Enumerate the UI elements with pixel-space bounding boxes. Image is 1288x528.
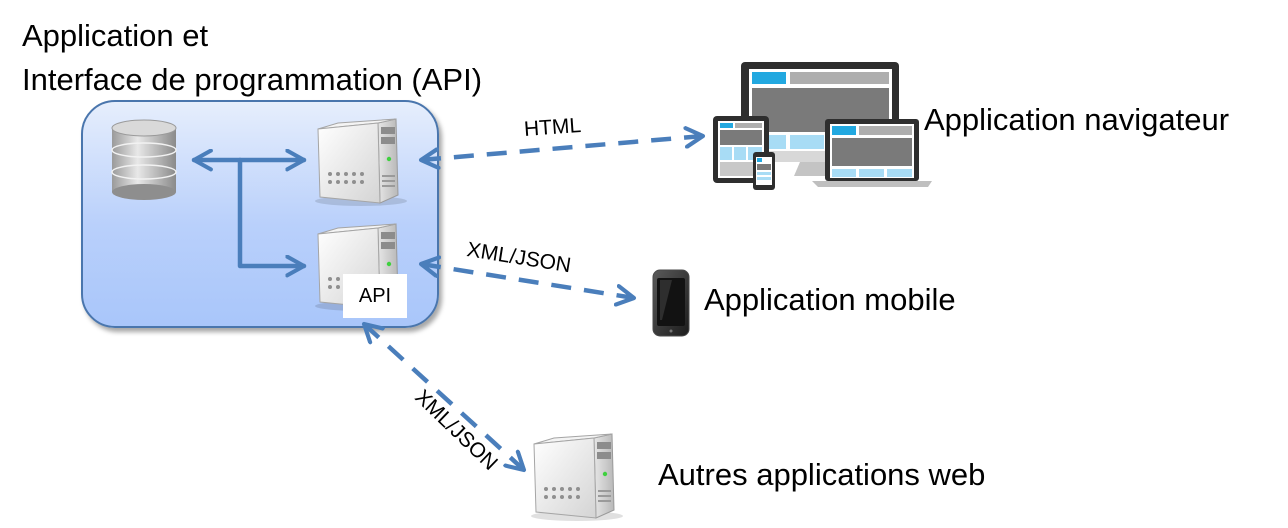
mobile-connection-arrow — [421, 264, 634, 298]
html-protocol-label: HTML — [523, 114, 582, 141]
html-connection-arrow — [421, 136, 703, 160]
laptop-icon — [812, 119, 932, 187]
mobile-phone-icon — [652, 269, 690, 337]
other-web-server-icon — [530, 433, 624, 522]
database-icon — [111, 119, 177, 200]
mobile-app-label: Application mobile — [704, 282, 956, 317]
responsive-devices-icon — [713, 62, 932, 190]
web-server-icon — [314, 118, 408, 207]
browser-app-label: Application navigateur — [924, 102, 1230, 137]
api-badge: API — [343, 274, 407, 318]
web-app-label: Autres applications web — [658, 457, 986, 492]
internal-connector — [191, 157, 307, 266]
small-phone-icon — [753, 152, 775, 190]
diagram-title-line2: Interface de programmation (API) — [22, 62, 483, 97]
diagram-title-line1: Application et — [22, 18, 209, 53]
web-connection-arrow — [364, 324, 524, 470]
db-api-server-arrow — [237, 157, 307, 266]
